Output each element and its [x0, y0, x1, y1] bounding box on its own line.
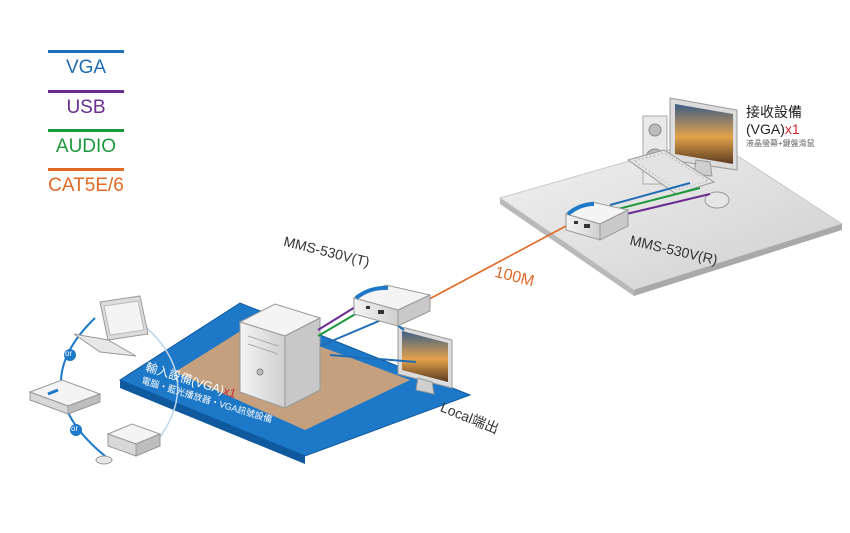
legend-usb-label: USB	[66, 97, 106, 118]
receiver-unit	[564, 201, 630, 241]
receiver-floor-edge-right	[634, 224, 842, 296]
legend-cat5e-label: CAT5E/6	[48, 175, 124, 196]
input-floor-edge	[120, 380, 305, 464]
receiver-cables	[609, 182, 711, 217]
receive-side-title: 接收設備	[746, 104, 802, 120]
receive-side-block: 接收設備 (VGA)x1 液晶螢幕+鍵盤滑鼠	[746, 104, 815, 149]
laptop-icon	[73, 295, 149, 357]
legend-usb-line	[48, 90, 124, 93]
or-label-2: or	[71, 424, 79, 433]
bluray-player-icon	[28, 379, 102, 415]
legend-vga-label: VGA	[65, 57, 107, 78]
receive-side-vga: (VGA)	[746, 121, 785, 137]
source-selection-arc-outer	[139, 321, 179, 451]
legend-vga: VGA	[48, 50, 124, 79]
pc-tower-icon	[238, 303, 322, 409]
local-monitor-icon	[397, 325, 453, 395]
legend-audio-line	[48, 129, 124, 132]
mouse-icon	[704, 191, 730, 209]
legend-cat5e: CAT5E/6	[48, 168, 124, 197]
legend-vga-line	[48, 50, 124, 53]
legend-cat5e-line	[48, 168, 124, 171]
receiver-floor-edge	[500, 198, 634, 296]
legend-audio-label: AUDIO	[55, 136, 117, 157]
game-console-icon	[95, 423, 162, 465]
legend-audio: AUDIO	[48, 129, 124, 158]
or-label-1: or	[65, 349, 73, 358]
receive-side-subtitle: 液晶螢幕+鍵盤滑鼠	[746, 139, 815, 148]
or-badge-1	[64, 349, 76, 361]
transmitter-unit	[352, 284, 432, 327]
or-badge-2	[70, 424, 82, 436]
cat5e-link	[419, 225, 567, 305]
keyboard-icon	[626, 149, 716, 195]
receiver-monitor-icon	[669, 97, 738, 177]
receive-side-count: x1	[784, 121, 800, 137]
legend-usb: USB	[48, 90, 124, 119]
